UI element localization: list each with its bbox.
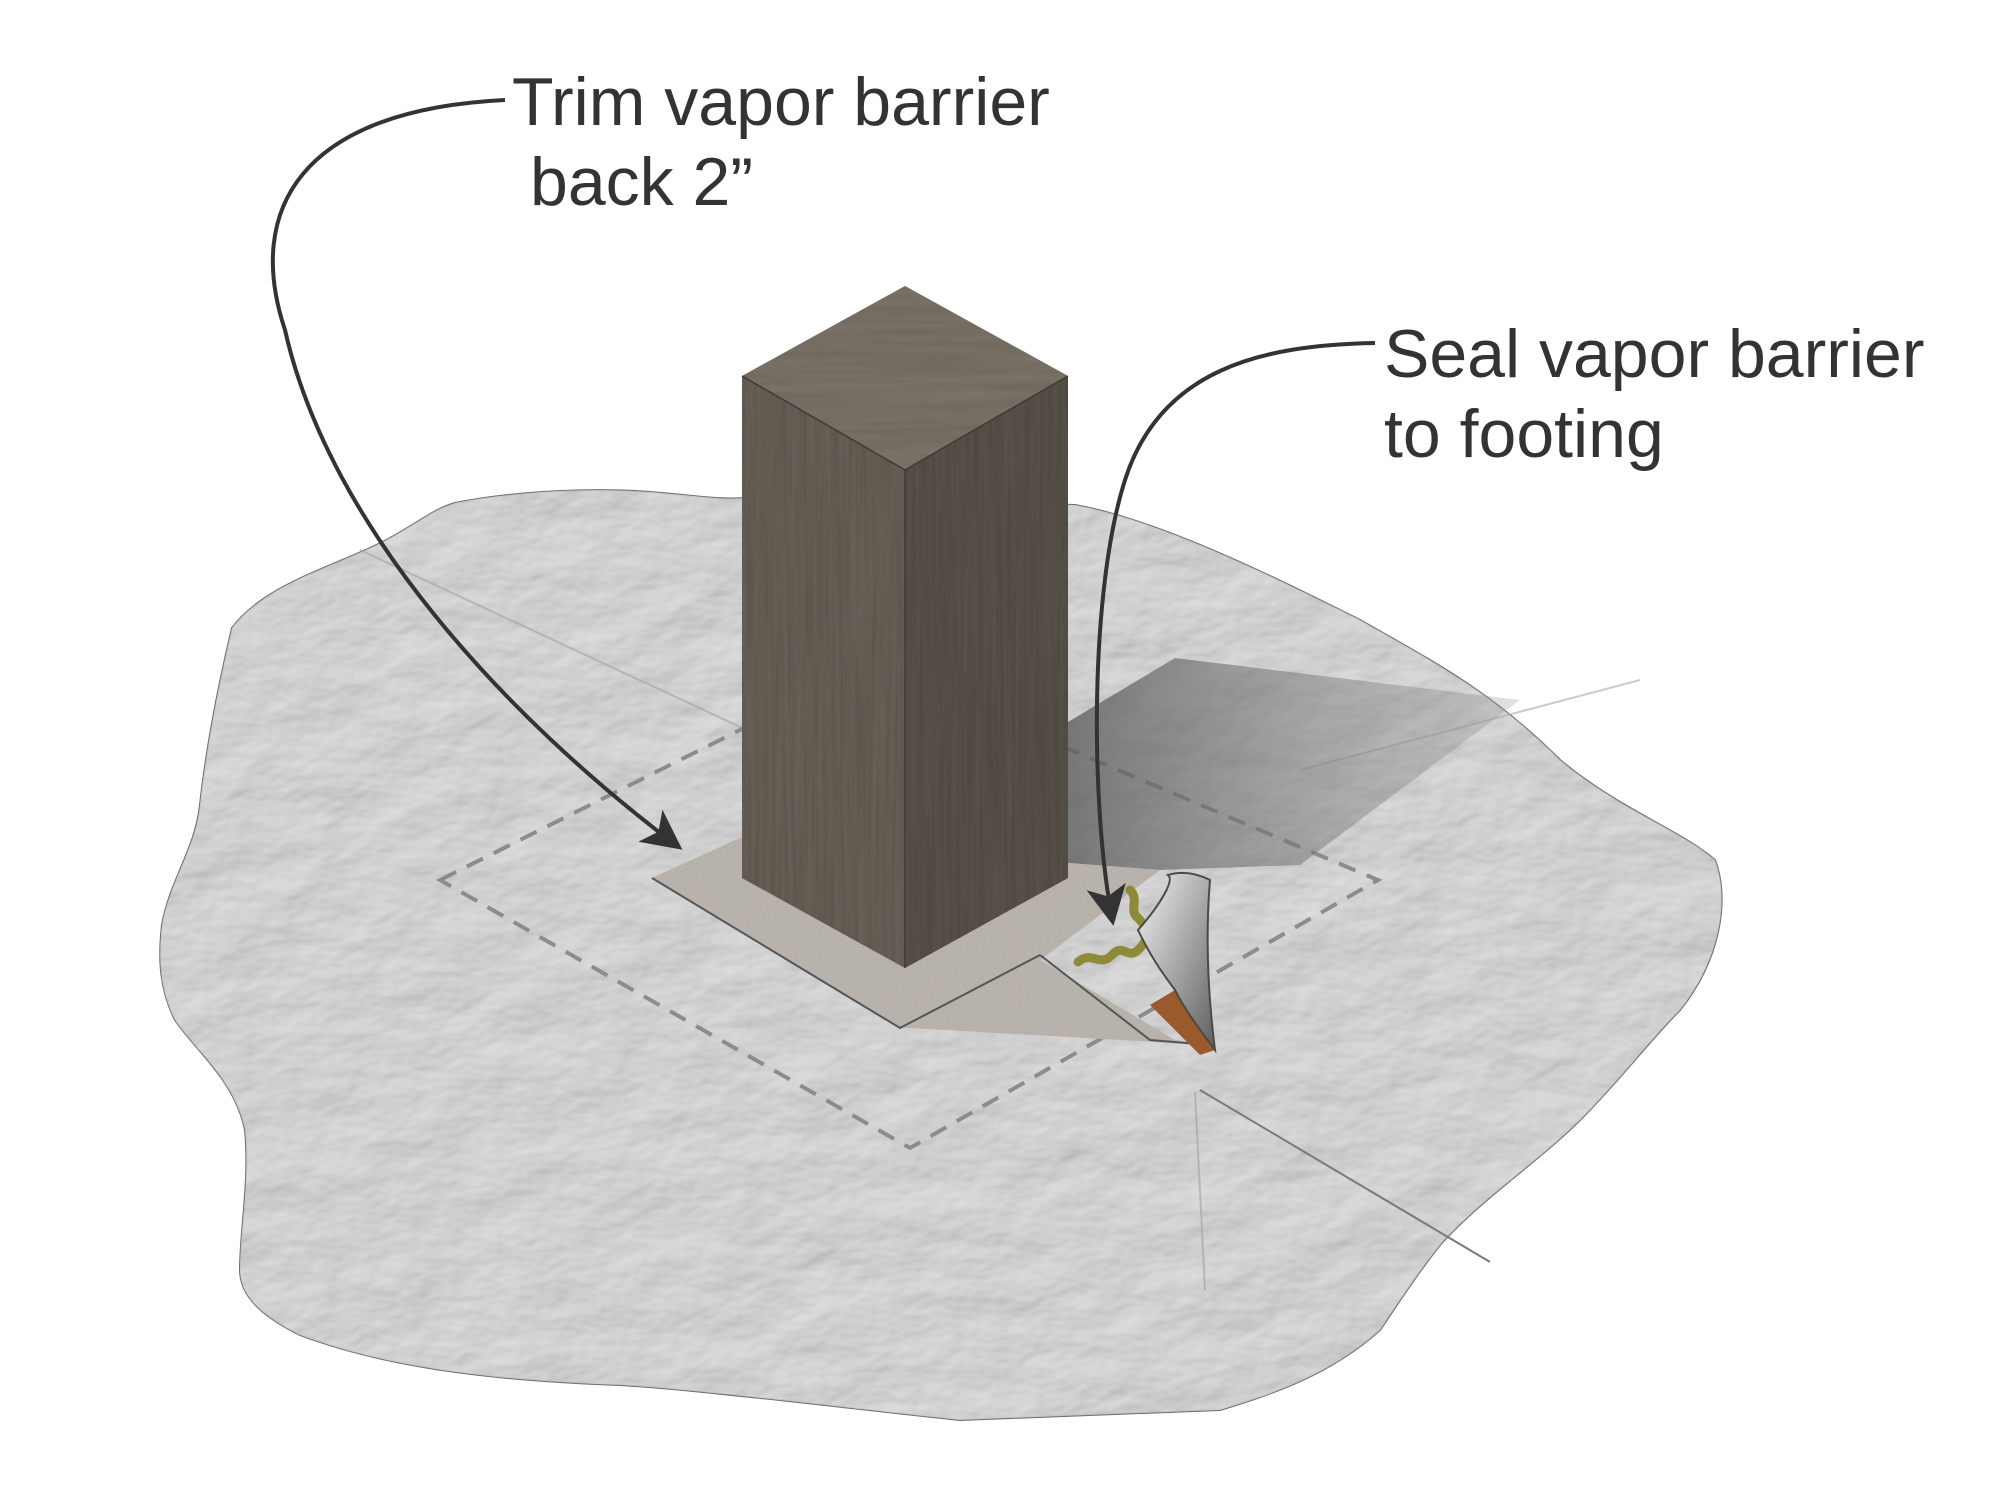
callout-seal-line2: to footing [1384, 396, 1664, 472]
callout-trim-line1: Trim vapor barrier [512, 64, 1050, 140]
wood-post [741, 286, 1069, 968]
callout-seal-line1: Seal vapor barrier [1384, 316, 1925, 392]
soil-patch [1150, 990, 1215, 1055]
footing-outline-dashed [435, 662, 1383, 1151]
callout-trim-vapor-barrier: Trim vapor barrier back 2” [512, 62, 1050, 222]
callout-trim-line2: back 2” [530, 144, 753, 220]
leader-trim [270, 98, 683, 850]
leader-seal [1086, 341, 1376, 926]
sealant-bead [1073, 885, 1151, 967]
vapor-barrier-flap [1136, 871, 1217, 1054]
callout-seal-vapor-barrier: Seal vapor barrier to footing [1384, 314, 1924, 474]
post-shadow [1020, 658, 1520, 870]
